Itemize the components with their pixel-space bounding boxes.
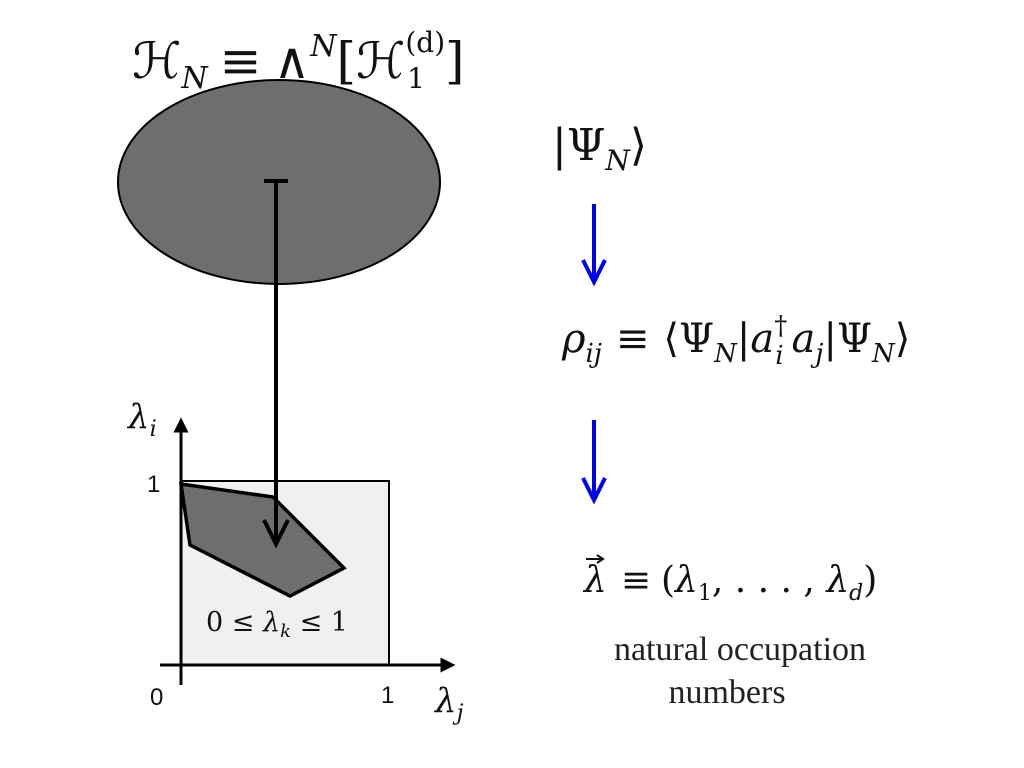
open-bracket: [ [336, 32, 356, 90]
state-label: |ΨN⟩ [552, 120, 647, 177]
constraint-label: 0 ≤ λk ≤ 1 [206, 607, 348, 642]
occupation-vector-label: λ≡(λ1, . . . , λd) [582, 560, 877, 606]
tick-x-one: 1 [381, 682, 394, 709]
flow-arrow-2 [581, 420, 607, 505]
close-bracket: ] [445, 32, 465, 90]
caption-line-1: natural occupation [614, 631, 866, 668]
x-axis-label: λj [433, 681, 464, 726]
mapping-arrow-head [262, 519, 290, 549]
hilbert-space-label: ℋN≡∧N[ℋ(d)1] [132, 26, 465, 96]
hilbert-sub: N [180, 61, 209, 96]
inner-hilbert-symbol: ℋ [356, 32, 405, 90]
tick-origin: 0 [150, 684, 163, 711]
caption-line-2: numbers [668, 674, 785, 711]
y-axis-label: λi [126, 397, 157, 442]
wedge-sup: N [309, 29, 338, 64]
tick-y-one: 1 [147, 471, 160, 498]
vector-arrow-icon [586, 554, 605, 564]
hilbert-symbol: ℋ [132, 32, 181, 90]
polytope-region [178, 481, 347, 598]
flow-arrow-1 [581, 204, 607, 287]
inner-hilbert-sup: (d) [405, 26, 445, 59]
inner-hilbert-sub: 1 [407, 62, 425, 95]
